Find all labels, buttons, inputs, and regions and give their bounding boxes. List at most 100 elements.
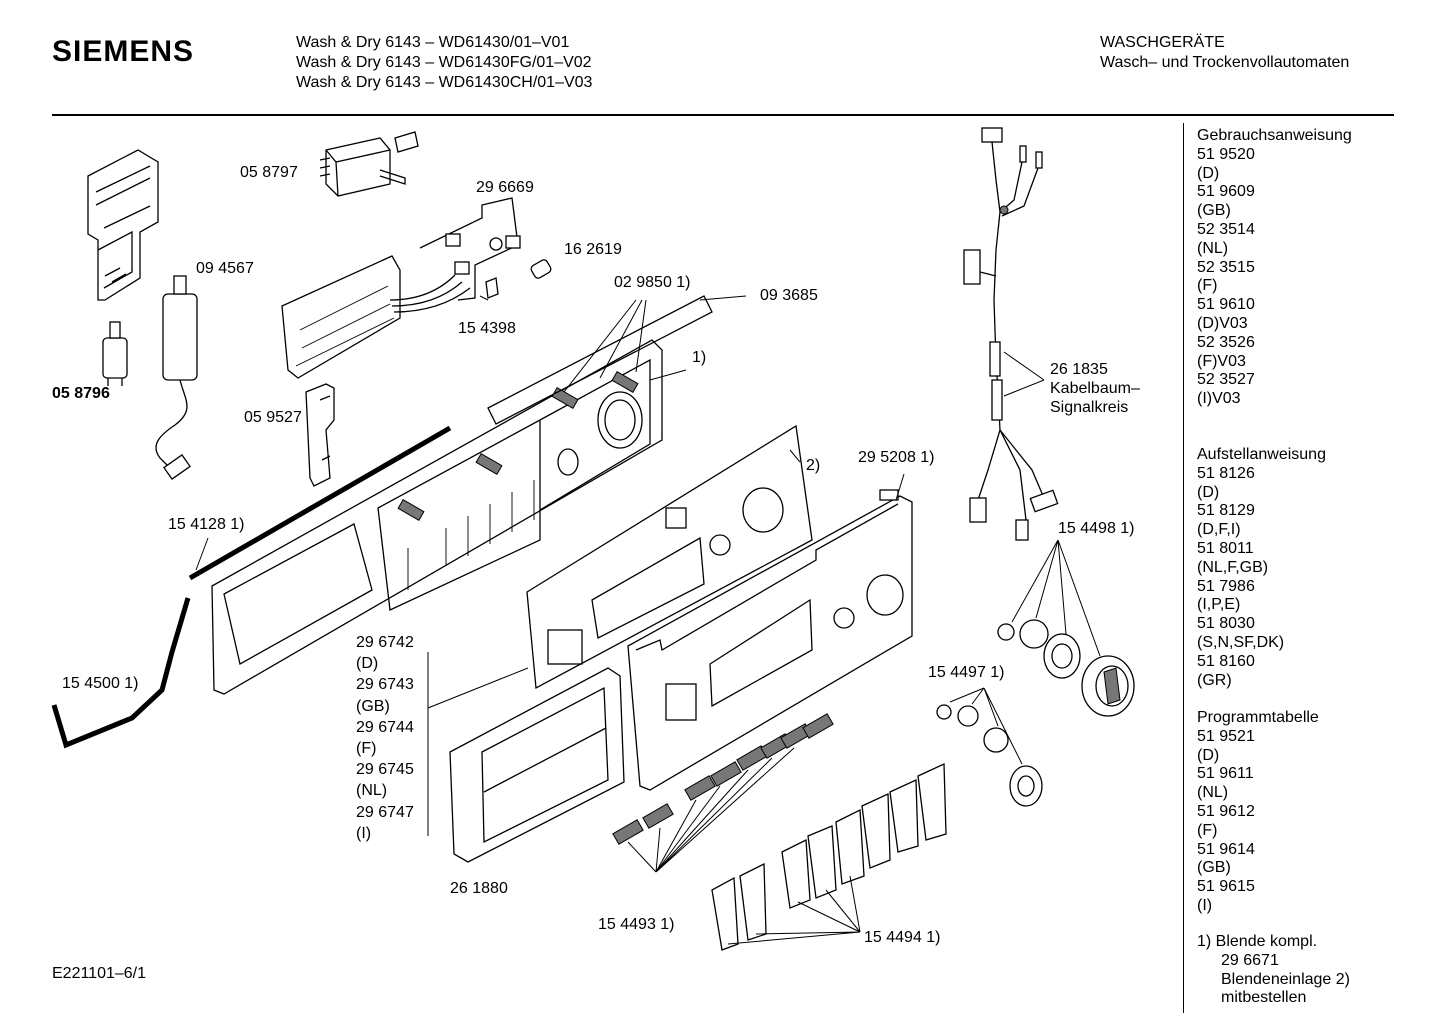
list-item: 52 3526: [1197, 333, 1255, 351]
section-title: Programmtabelle: [1197, 709, 1319, 726]
exploded-view-drawing: [51, 127, 1135, 951]
list-item: (F): [1197, 277, 1218, 295]
part-label-261880: 26 1880: [450, 880, 508, 897]
circuit-board: [419, 197, 521, 301]
list-item: (I,P,E): [1197, 596, 1241, 614]
part-name: Signalkreis: [1050, 399, 1129, 416]
section-title: Gebrauchsanweisung: [1197, 127, 1352, 144]
capacitor-small: [102, 321, 128, 386]
drawer-front: [449, 667, 625, 863]
sidebar-divider: [1183, 123, 1184, 1013]
list-item: (GB): [356, 697, 390, 715]
list-item: 51 9610: [1197, 296, 1255, 314]
slider-part: [305, 383, 335, 487]
panel-insert: [526, 424, 813, 690]
part-label-059527: 05 9527: [244, 409, 302, 426]
list-item: 51 9615: [1197, 878, 1255, 896]
list-item: (D): [356, 655, 379, 673]
light-guide: [485, 259, 552, 299]
wire-bracket: [51, 597, 191, 749]
list-item: 51 9612: [1197, 802, 1255, 820]
list-item: (NL): [356, 782, 388, 800]
document-code: E221101–6/1: [52, 965, 147, 982]
list-item: 29 6747: [356, 803, 414, 821]
model-line: Wash & Dry 6143 – WD61430CH/01–V03: [296, 74, 593, 91]
list-item: (NL): [1197, 784, 1229, 802]
part-label-insert-note: 2): [806, 457, 821, 474]
list-item: 51 9609: [1197, 183, 1255, 201]
list-item: (NL): [1197, 239, 1229, 257]
list-item: 29 6742: [356, 634, 414, 651]
part-name: Kabelbaum–: [1050, 380, 1140, 397]
spring-set: [612, 713, 834, 873]
list-item: 51 8126: [1197, 464, 1255, 482]
list-item: 51 8160: [1197, 652, 1255, 670]
model-line: Wash & Dry 6143 – WD61430FG/01–V02: [296, 54, 592, 71]
category-subtitle: Wasch– und Trockenvollautomaten: [1100, 54, 1350, 71]
footnote-line: mitbestellen: [1221, 989, 1307, 1007]
list-item: (GB): [1197, 202, 1231, 220]
list-item: 51 8129: [1197, 502, 1255, 520]
push-button-set: [711, 762, 947, 951]
model-line: Wash & Dry 6143 – WD61430/01–V01: [296, 34, 570, 51]
list-item: (D,F,I): [1197, 521, 1241, 539]
part-label-295208: 29 5208 1): [858, 449, 935, 466]
list-item: (D): [1197, 164, 1220, 182]
part-label-154494: 15 4494 1): [864, 929, 941, 946]
list-item: (D)V03: [1197, 314, 1248, 332]
part-label-154398: 15 4398: [458, 320, 516, 337]
cable-harness: [963, 127, 1059, 541]
list-item: (F): [356, 740, 377, 758]
part-label-261835: 26 1835 Kabelbaum– Signalkreis: [1050, 360, 1140, 417]
part-label-094567: 09 4567: [196, 260, 254, 277]
category-title: WASCHGERÄTE: [1100, 34, 1225, 51]
list-item: 51 8030: [1197, 615, 1255, 633]
footnote-line: 1) Blende kompl.: [1197, 933, 1318, 950]
list-item: 51 7986: [1197, 577, 1255, 595]
part-label-029850: 02 9850 1): [614, 274, 691, 291]
list-item: (I): [356, 824, 372, 842]
capacitor-large: [155, 275, 198, 480]
sidebar-programmtabelle: Programmtabelle 51 9521 (D) 51 9611 (NL)…: [1197, 709, 1319, 916]
selector-knobs: [936, 539, 1135, 807]
button-board: [281, 255, 471, 379]
sidebar-footnote: 1) Blende kompl. 29 6671 Blendeneinlage …: [1197, 933, 1350, 1008]
section-title: Aufstellanweisung: [1197, 446, 1326, 463]
part-label-154128: 15 4128 1): [168, 516, 245, 533]
list-item: 29 6745: [356, 761, 414, 779]
list-item: (S,N,SF,DK): [1197, 633, 1285, 651]
part-label-154498: 15 4498 1): [1058, 520, 1135, 537]
outer-panel: [627, 489, 913, 791]
list-item: 52 3527: [1197, 371, 1255, 389]
list-item: (GB): [1197, 859, 1231, 877]
list-item: (F)V03: [1197, 352, 1246, 370]
list-item: 51 9614: [1197, 840, 1255, 858]
header-rule: [52, 114, 1394, 116]
list-item: 51 9611: [1197, 765, 1254, 783]
sidebar-gebrauchsanweisung: Gebrauchsanweisung 51 9520 (D) 51 9609 (…: [1197, 127, 1352, 409]
list-item: (I)V03: [1197, 390, 1241, 408]
list-item: 52 3515: [1197, 258, 1255, 276]
list-item: (NL,F,GB): [1197, 558, 1269, 576]
panel-variant-list: 29 6742 (D) 29 6743 (GB) 29 6744 (F) 29 …: [356, 632, 414, 844]
footnote-line: Blendeneinlage 2): [1221, 970, 1350, 988]
leader-lines: [195, 295, 905, 836]
list-item: (GR): [1197, 671, 1232, 689]
bracket-part: [87, 149, 159, 301]
list-item: (I): [1197, 896, 1213, 914]
part-label-162619: 16 2619: [564, 241, 622, 258]
part-number: 26 1835: [1050, 361, 1108, 378]
footnote-line: 29 6671: [1221, 951, 1279, 969]
category: WASCHGERÄTE Wasch– und Trockenvollautoma…: [1100, 33, 1349, 73]
model-list: Wash & Dry 6143 – WD61430/01–V01 Wash & …: [296, 33, 592, 93]
sidebar-aufstellanweisung: Aufstellanweisung 51 8126 (D) 51 8129 (D…: [1197, 446, 1326, 690]
list-item: (F): [1197, 821, 1218, 839]
part-label-058797: 05 8797: [240, 164, 298, 181]
brand-logo: SIEMENS: [52, 35, 195, 68]
part-label-093685: 09 3685: [760, 287, 818, 304]
list-item: 29 6743: [356, 676, 414, 694]
part-label-154493: 15 4493 1): [598, 916, 675, 933]
part-label-154500: 15 4500 1): [62, 675, 139, 692]
part-label-154497: 15 4497 1): [928, 664, 1005, 681]
list-item: 52 3514: [1197, 220, 1255, 238]
